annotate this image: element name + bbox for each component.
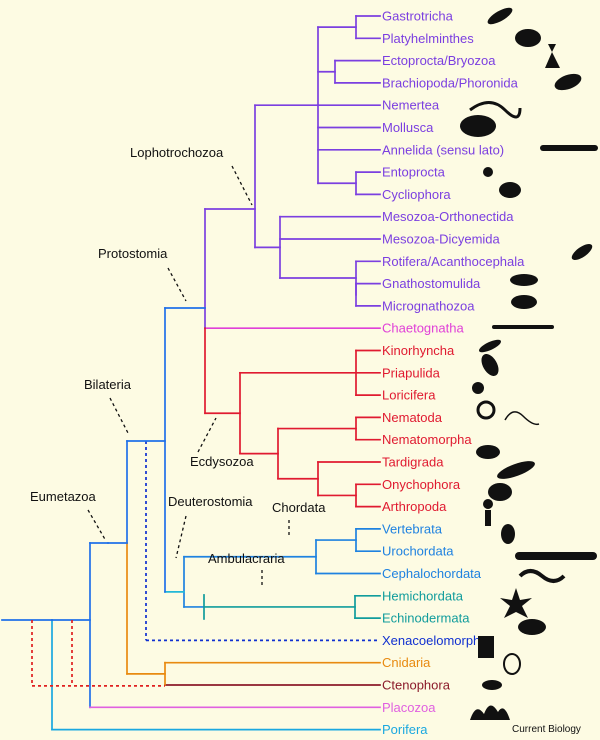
taxon-label: Gnathostomulida [382,276,481,291]
taxon-label: Mollusca [382,120,434,135]
brachiopod-silhouette [554,73,582,91]
priapulid-silhouette [481,354,499,376]
micrognathozoan-silhouette [511,295,537,309]
starfish-silhouette [500,588,532,618]
taxon-label: Porifera [382,722,428,737]
taxon-label: Platyhelminthes [382,31,474,46]
taxon-label: Rotifera/Acanthocephala [382,254,525,269]
tardigrade-silhouette [476,445,500,459]
horsehair-worm-silhouette [504,411,540,426]
arrow-worm-silhouette [492,325,554,329]
taxon-label: Brachiopoda/Phoronida [382,75,519,90]
anemone-silhouette [478,636,494,658]
clade-label-lophotrochozoa: Lophotrochozoa [130,145,224,160]
acorn-worm-silhouette [518,569,566,583]
clade-pointer-protostomia [167,267,187,302]
kinorhynch-silhouette [478,339,502,353]
comb-jelly-silhouette [503,653,521,675]
taxon-label: Hemichordata [382,588,464,603]
entoproct-silhouette [483,167,493,177]
taxon-label: Annelida (sensu lato) [382,142,504,157]
tree-branches [1,15,381,731]
flatworm-silhouette [515,29,541,47]
organism-silhouettes [460,7,598,720]
taxon-label: Tardigrada [382,455,444,470]
clade-label-chordata: Chordata [272,500,326,515]
gastrotrich-silhouette [487,7,513,25]
placozoan-silhouette [482,680,502,690]
sponge-silhouette [470,705,510,720]
loriciferan-silhouette [472,382,484,394]
taxon-label: Placozoa [382,700,436,715]
ribbon-worm-silhouette [469,101,522,119]
taxon-label: Xenacoelomorpha [382,633,488,648]
tunicate-silhouette [501,524,515,544]
taxon-label: Loricifera [382,388,436,403]
taxon-label: Arthropoda [382,499,447,514]
clade-labels: Lophotrochozoa Protostomia Bilateria Ecd… [30,145,326,587]
human-silhouette [483,499,493,526]
taxon-label: Nematomorpha [382,432,472,447]
taxon-label: Echinodermata [382,611,470,626]
clade-pointer-deuterostomia [175,515,187,559]
clade-pointer-ecdysozoa [197,417,217,453]
lancelet-silhouette [515,552,597,560]
taxon-label: Priapulida [382,365,441,380]
taxon-labels: GastrotrichaPlatyhelminthesEctoprocta/Br… [382,9,525,738]
taxon-label: Vertebrata [382,521,443,536]
clade-pointer-bilateria [109,397,129,434]
annelid-silhouette [540,145,598,151]
taxon-label: Cycliophora [382,187,451,202]
taxon-label: Cephalochordata [382,566,482,581]
clade-label-bilateria: Bilateria [84,377,132,392]
bryozoan-silhouette [545,44,560,68]
clade-label-protostomia: Protostomia [98,246,168,261]
velvet-worm-silhouette [497,461,535,479]
fly-silhouette [488,483,512,501]
taxon-label: Chaetognatha [382,321,464,336]
clade-label-eumetazoa: Eumetazoa [30,489,97,504]
cycliophoran-silhouette [499,182,521,198]
acoel-silhouette [518,619,546,635]
nematode-silhouette [476,400,496,420]
clade-label-ambulacraria: Ambulacraria [208,551,285,566]
taxon-label: Cnidaria [382,655,431,670]
taxon-label: Onychophora [382,477,461,492]
taxon-label: Gastrotricha [382,9,454,24]
journal-credit: Current Biology [512,724,581,735]
taxon-label: Ectoprocta/Bryozoa [382,53,496,68]
clade-pointer-eumetazoa [87,509,107,542]
taxon-label: Entoprocta [382,165,446,180]
taxon-label: Mesozoa-Dicyemida [382,232,501,247]
taxon-label: Mesozoa-Orthonectida [382,209,514,224]
clade-pointer-lophotrochozoa [231,165,253,206]
taxon-label: Nematoda [382,410,443,425]
clade-label-ecdysozoa: Ecdysozoa [190,454,254,469]
gnathostomulid-silhouette [510,274,538,286]
taxon-label: Ctenophora [382,678,451,693]
clade-label-deuterostomia: Deuterostomia [168,494,253,509]
rotifer-silhouette [571,243,593,261]
snail-silhouette [460,115,496,137]
taxon-label: Urochordata [382,544,454,559]
taxon-label: Nemertea [382,98,440,113]
taxon-label: Kinorhyncha [382,343,455,358]
taxon-label: Micrognathozoa [382,298,475,313]
